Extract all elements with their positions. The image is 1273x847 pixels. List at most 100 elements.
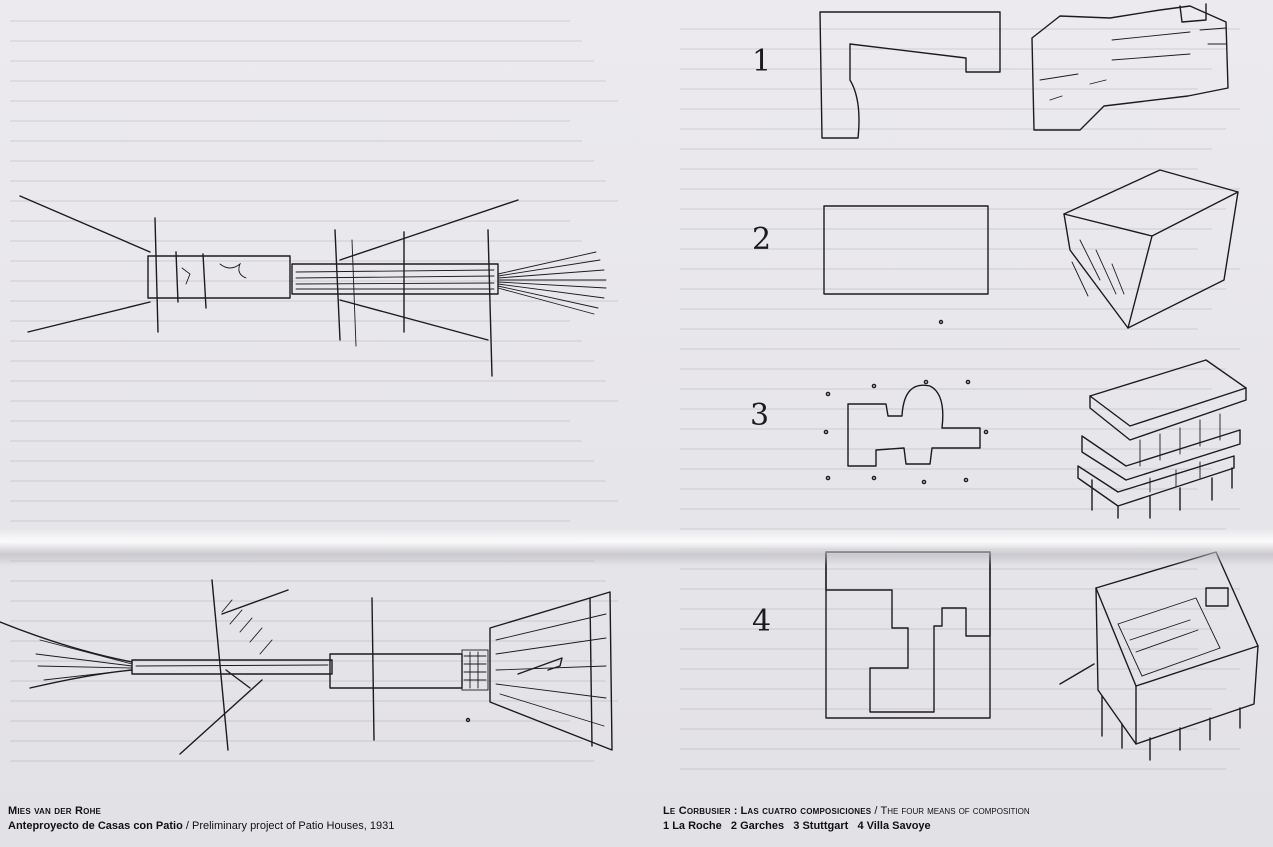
diagram-number-4: 4 — [752, 604, 772, 639]
ghost-text-line — [680, 568, 1198, 570]
corbusier-title-es: Las cuatro composiciones — [740, 805, 872, 817]
ghost-text-line — [680, 368, 1226, 370]
ghost-text-line — [10, 80, 606, 82]
ghost-text-line — [10, 580, 606, 582]
ghost-text-line — [680, 428, 1240, 430]
ghost-text-line — [680, 268, 1240, 270]
diagram-number-2: 2 — [752, 222, 772, 257]
ghost-text-line — [10, 500, 618, 502]
ghost-text-line — [10, 420, 570, 422]
corbusier-author: Le Corbusier — [663, 805, 731, 817]
ghost-text-line — [680, 588, 1240, 590]
ghost-text-line — [10, 60, 594, 62]
ghost-text-line — [680, 608, 1226, 610]
ghost-text-line — [10, 440, 582, 442]
ghost-text-line — [10, 740, 582, 742]
ghost-text-line — [10, 200, 618, 202]
ghost-text-line — [680, 108, 1240, 110]
ghost-text-line — [10, 280, 606, 282]
ghost-text-line — [680, 648, 1198, 650]
ghost-text-line — [680, 628, 1212, 630]
ghost-text-line — [680, 48, 1226, 50]
ghost-text-line — [680, 388, 1212, 390]
corbusier-item-list: 1 La Roche 2 Garches 3 Stuttgart 4 Villa… — [663, 819, 1030, 834]
ghost-text-line — [10, 300, 618, 302]
ghost-text-line — [10, 720, 570, 722]
ghost-text-line — [10, 660, 594, 662]
item-2-name: Garches — [740, 820, 785, 832]
mies-title-en: Preliminary project of Patio Houses, 193… — [192, 820, 395, 832]
ghost-text-line — [680, 408, 1198, 410]
mies-sketch-top — [19, 195, 607, 377]
ghost-text-line — [680, 208, 1226, 210]
ghost-text-line — [680, 748, 1240, 750]
ghost-text-line — [10, 20, 570, 22]
mies-author: Mies van der Rohe — [8, 805, 102, 817]
ghost-text-line — [10, 600, 618, 602]
item-4-num: 4 — [857, 820, 864, 832]
ghost-text-line — [10, 40, 582, 42]
ghost-text-line — [680, 228, 1212, 230]
ghost-text-line — [680, 688, 1226, 690]
corbusier-separator: / — [871, 805, 881, 817]
ghost-text-line — [10, 520, 570, 522]
item-4-name: Villa Savoye — [866, 820, 931, 832]
ghost-text-line — [680, 488, 1198, 490]
ghost-text-line — [680, 768, 1226, 770]
ghost-text-line — [10, 760, 594, 762]
ghost-text-line — [10, 460, 594, 462]
ghost-text-line — [680, 308, 1212, 310]
ghost-text-line — [10, 140, 582, 142]
ghost-text-line — [680, 28, 1240, 30]
ghost-text-line — [680, 188, 1240, 190]
ghost-text-line — [680, 148, 1212, 150]
ghost-text-line — [680, 468, 1212, 470]
ghost-text-line — [680, 88, 1198, 90]
ghost-text-line — [10, 680, 606, 682]
ghost-text-line — [680, 508, 1240, 510]
ghost-text-line — [680, 168, 1198, 170]
ghost-text-line — [10, 640, 582, 642]
ghost-text-line — [680, 248, 1198, 250]
corbusier-colon: : — [730, 805, 741, 817]
ghost-text-line — [10, 160, 594, 162]
diagram-number-3: 3 — [750, 398, 770, 433]
ghost-text-line — [680, 668, 1240, 670]
corbusier-title-en: The four means of composition — [880, 805, 1030, 817]
ghost-text-line — [10, 620, 570, 622]
ghost-text-line — [10, 100, 618, 102]
ghost-text-line — [10, 400, 618, 402]
ghost-text-line — [10, 320, 570, 322]
item-2-num: 2 — [730, 820, 737, 832]
mies-caption: Mies van der Rohe Anteproyecto de Casas … — [8, 804, 394, 834]
ghost-text-line — [680, 348, 1240, 350]
ghost-text-line — [10, 480, 606, 482]
item-1-num: 1 — [663, 820, 670, 832]
diagram-number-1: 1 — [752, 44, 772, 79]
ghost-text-line — [10, 120, 570, 122]
ghost-text-line — [680, 328, 1198, 330]
mies-separator: / — [182, 820, 192, 832]
ghost-text-line — [10, 260, 594, 262]
ghost-text-line — [10, 340, 582, 342]
ghost-text-line — [680, 288, 1226, 290]
ghost-text-line — [10, 700, 618, 702]
ghost-text-line — [680, 708, 1212, 710]
item-3-num: 3 — [793, 820, 800, 832]
stuttgart-column-dots — [823, 379, 989, 485]
ghost-text-line — [10, 380, 606, 382]
ghost-text-line — [680, 128, 1226, 130]
ghost-text-line — [10, 220, 570, 222]
item-3-name: Stuttgart — [802, 820, 849, 832]
ghost-text-line — [680, 448, 1226, 450]
ghost-text-line — [10, 360, 594, 362]
ghost-text-line — [680, 68, 1212, 70]
ghost-text-line — [680, 728, 1198, 730]
mies-title-es: Anteproyecto de Casas con Patio — [8, 820, 183, 832]
ghost-text-line — [10, 240, 582, 242]
mies-sketch-bottom — [0, 579, 613, 755]
corbusier-caption: Le Corbusier : Las cuatro composiciones … — [663, 804, 1030, 834]
ghost-text-line — [10, 180, 606, 182]
